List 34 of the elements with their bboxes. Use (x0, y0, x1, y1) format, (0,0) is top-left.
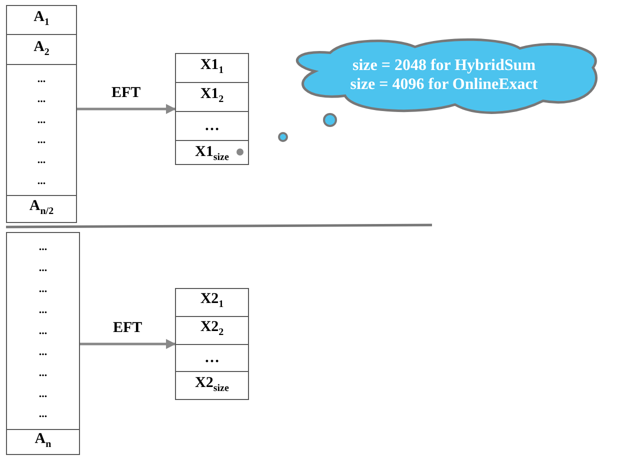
cloud-text: size = 4096 for OnlineExact (350, 75, 538, 94)
cell-text: X1$_{size}$ (195, 144, 229, 165)
array-box (175, 53, 249, 165)
cell-text: X1$_{2}$ (200, 86, 224, 107)
ellipsis-text: ... (37, 174, 46, 187)
ellipsis-text: ... (37, 73, 46, 86)
cell-text: A$_{n/2}$ (29, 198, 54, 219)
cell-text: X2$_{size}$ (195, 374, 229, 396)
cell-text: A$_{n}$ (34, 431, 52, 452)
cell-text: A$_{2}$ (34, 38, 50, 60)
ellipsis-text: ... (37, 114, 46, 126)
cell-text: X2$_{1}$ (200, 291, 224, 312)
ellipsis-text: ... (38, 283, 48, 296)
array-box (175, 288, 249, 400)
ellipsis-text: ... (38, 304, 48, 316)
cell-text: … (204, 350, 220, 366)
ellipsis-text: ... (38, 388, 48, 400)
ellipsis-text: ... (38, 366, 48, 379)
ellipsis-text: ... (38, 262, 48, 274)
ellipsis-text: ... (38, 241, 48, 254)
ellipsis-text: ... (37, 93, 46, 106)
cell-text: X1$_{1}$ (200, 57, 224, 78)
array-box (6, 5, 77, 223)
cell-text: … (204, 118, 220, 134)
arrow (80, 339, 176, 349)
ellipsis-text: ... (38, 408, 48, 420)
ellipsis-text: ... (37, 154, 46, 166)
ellipsis-text: ... (38, 324, 48, 337)
cloud-text: size = 2048 for HybridSum (352, 56, 536, 75)
cell-text: X2$_{2}$ (200, 319, 224, 340)
ellipsis-text: ... (37, 134, 46, 146)
arrow (77, 104, 176, 114)
cell-text: A$_{1}$ (34, 9, 50, 30)
ellipsis-text: ... (38, 346, 48, 358)
